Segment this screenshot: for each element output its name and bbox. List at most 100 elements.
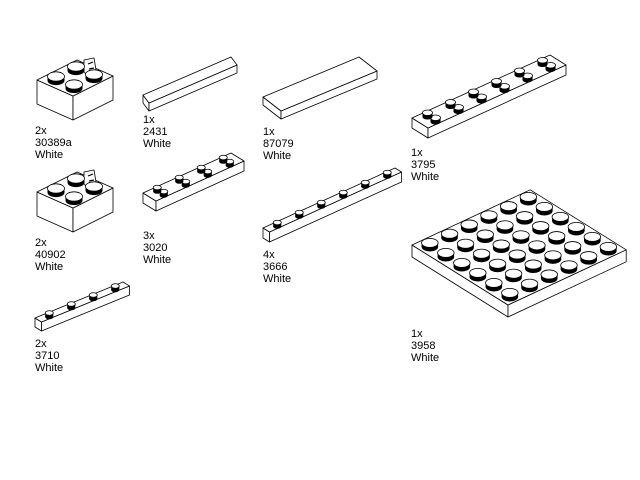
stud [504, 268, 523, 283]
part-3666-drawing [262, 167, 402, 243]
part-number: 3666 [263, 261, 288, 273]
part-number: 3710 [35, 350, 60, 362]
stud [338, 189, 348, 199]
part-qty: 1x [263, 126, 275, 138]
stud [159, 188, 169, 198]
stud [67, 173, 85, 188]
part-number: 40902 [35, 249, 66, 261]
stud [540, 269, 558, 284]
stud [480, 210, 498, 224]
stud [421, 237, 439, 252]
part-color: White [143, 138, 172, 150]
part-color: White [35, 362, 64, 374]
stud [512, 230, 530, 244]
part-label-3958: 1x 3958 White [411, 328, 439, 364]
stud [524, 259, 542, 274]
stud [85, 69, 103, 84]
part-3020-drawing [142, 152, 245, 212]
part-87079-drawing [262, 56, 378, 120]
stud [515, 211, 534, 225]
stud [66, 301, 76, 311]
stud [528, 240, 546, 254]
stud [445, 99, 456, 110]
stud [110, 283, 120, 293]
part-qty: 2x [35, 237, 47, 249]
part-2431-drawing [142, 56, 238, 112]
stud [174, 174, 184, 184]
stud [583, 231, 602, 246]
stud [65, 79, 83, 94]
part-label-30389a: 2x 30389a White [35, 125, 72, 161]
part-color: White [35, 261, 64, 273]
part-number: 2431 [143, 126, 168, 138]
stud [491, 78, 502, 89]
stud [508, 249, 526, 264]
stud [67, 61, 85, 76]
part-number: 3795 [411, 159, 436, 171]
part-label-40902: 2x 40902 White [35, 237, 66, 273]
stud [469, 267, 487, 282]
stud [294, 209, 304, 219]
stud [501, 287, 519, 302]
stud [499, 201, 518, 215]
part-label-87079: 1x 87079 White [263, 126, 294, 162]
stud [579, 251, 598, 265]
stud [547, 231, 566, 245]
part-color: White [143, 254, 172, 266]
stud [468, 88, 479, 99]
stud [499, 83, 510, 94]
stud [514, 67, 525, 78]
stud [567, 221, 586, 236]
stud [88, 292, 98, 302]
part-qty: 3x [143, 230, 155, 242]
part-label-3020: 3x 3020 White [143, 230, 171, 266]
stud [44, 310, 54, 320]
part-40902-drawing [36, 169, 114, 233]
stud [472, 248, 491, 263]
stud [218, 154, 228, 164]
stud [460, 219, 478, 234]
part-label-3795: 1x 3795 White [411, 147, 439, 183]
part-number: 3958 [411, 340, 436, 352]
part-qty: 2x [35, 338, 47, 350]
part-number: 87079 [263, 138, 294, 150]
stud [196, 164, 206, 174]
stud [453, 104, 464, 115]
stud [203, 168, 213, 178]
part-label-3666: 4x 3666 White [263, 249, 291, 285]
part-qty: 1x [143, 114, 155, 126]
part-qty: 4x [263, 249, 275, 261]
part-color: White [411, 352, 440, 364]
part-30389a-drawing [36, 57, 114, 121]
stud [531, 221, 550, 235]
stud [453, 257, 471, 272]
part-3710-drawing [34, 281, 130, 332]
stud [537, 57, 548, 68]
stud [437, 247, 455, 262]
stud [360, 179, 370, 189]
stud [560, 260, 578, 274]
stud [65, 191, 83, 206]
stud [520, 278, 539, 293]
part-color: White [35, 149, 64, 161]
stud [545, 62, 556, 73]
stud [476, 229, 494, 244]
part-label-3710: 2x 3710 White [35, 338, 63, 374]
stud [488, 258, 507, 273]
stud [535, 201, 554, 216]
stud [225, 158, 235, 168]
part-number: 3020 [143, 242, 168, 254]
stud [456, 238, 475, 253]
stud [476, 93, 487, 104]
stud [422, 109, 433, 120]
part-color: White [263, 273, 292, 285]
part-qty: 1x [411, 328, 423, 340]
stud [152, 184, 162, 194]
stud [519, 191, 538, 206]
part-qty: 1x [411, 147, 423, 159]
stud [492, 239, 510, 254]
part-3958-drawing [411, 189, 627, 318]
part-color: White [263, 150, 292, 162]
stud [563, 241, 582, 255]
stud [551, 211, 570, 226]
